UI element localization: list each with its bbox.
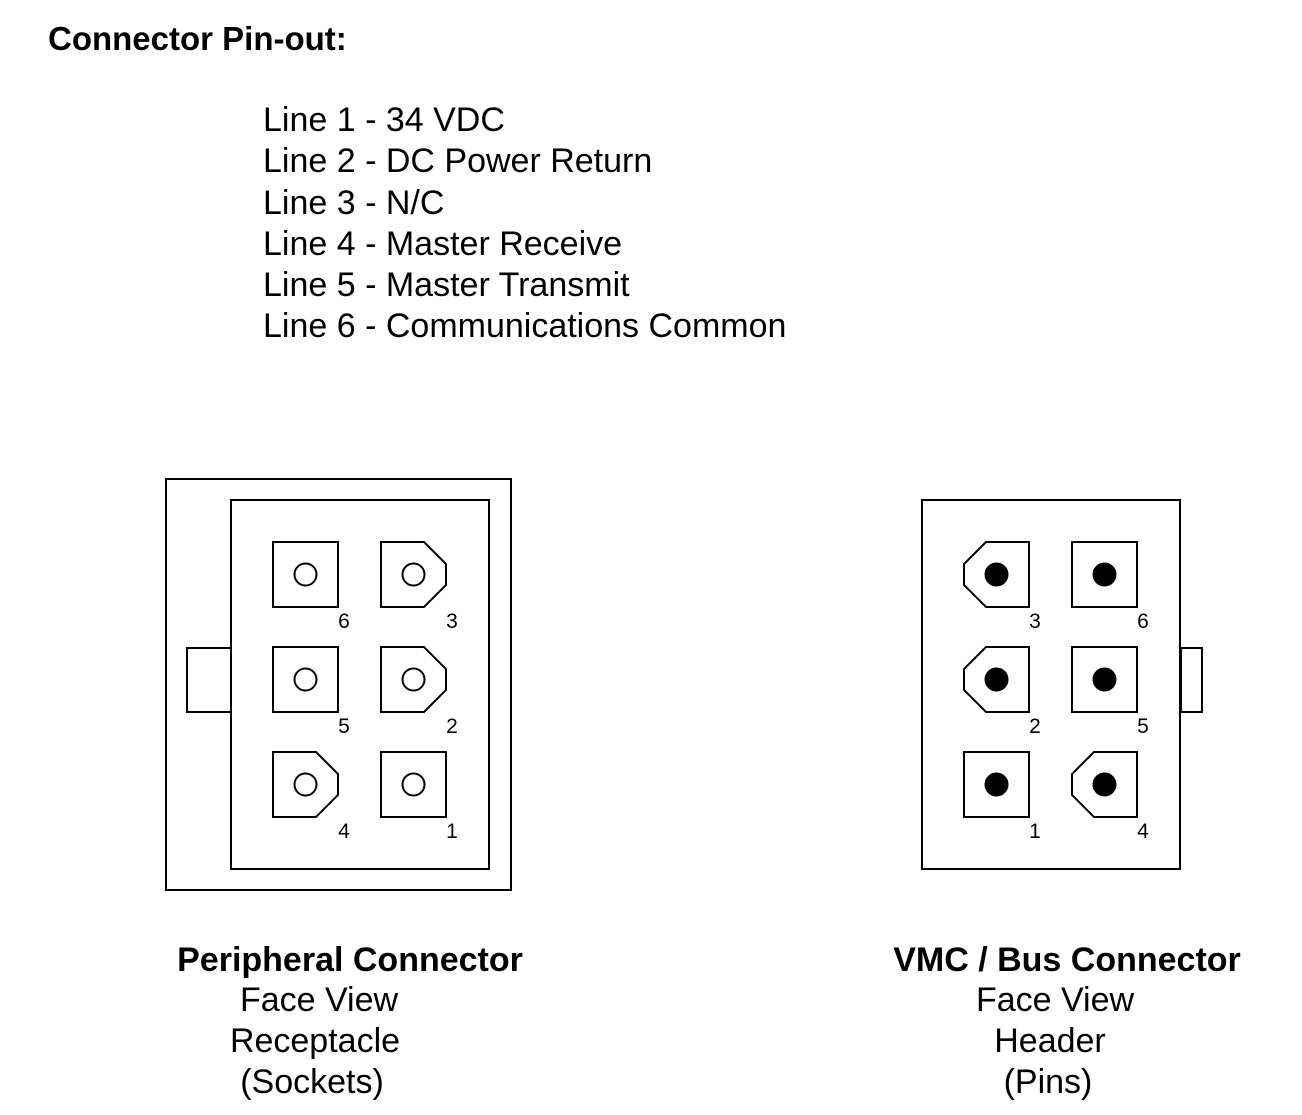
peripheral-receptacle-label: Receptacle	[229, 1022, 401, 1060]
peripheral-latch-tab	[186, 647, 232, 713]
vmc-pin-4-number: 4	[1137, 820, 1149, 843]
peripheral-pin-3: 3	[380, 541, 458, 633]
pin-assignment-line-3: Line 3 - N/C	[263, 183, 445, 222]
peripheral-pin-1-housing	[380, 751, 447, 818]
peripheral-pin-1-number: 1	[446, 820, 458, 843]
vmc-pin-1-housing	[963, 751, 1030, 818]
peripheral-pin-6-number: 6	[338, 610, 350, 633]
pin-assignment-line-6: Line 6 - Communications Common	[263, 307, 787, 346]
peripheral-pin-3-socket-contact	[401, 562, 426, 587]
peripheral-pin-5-number: 5	[338, 715, 350, 738]
peripheral-pin-6: 6	[272, 541, 350, 633]
vmc-caption: VMC / Bus Connector Face View Header (Pi…	[867, 940, 1267, 1103]
peripheral-caption: Peripheral Connector Face View Receptacl…	[150, 940, 550, 1103]
peripheral-inner-housing	[230, 499, 490, 870]
vmc-pin-2-number: 2	[1029, 715, 1041, 738]
vmc-pin-6: 6	[1071, 541, 1149, 633]
peripheral-outer-housing	[165, 478, 512, 891]
peripheral-pin-1-socket-contact	[401, 772, 426, 797]
peripheral-pin-2-housing	[380, 646, 447, 713]
peripheral-pin-6-socket-contact	[293, 562, 318, 587]
vmc-latch-tab	[1180, 647, 1203, 713]
vmc-pin-2: 2	[963, 646, 1041, 738]
vmc-pin-5-number: 5	[1137, 715, 1149, 738]
peripheral-pin-3-housing	[380, 541, 447, 608]
vmc-pin-1-pin-contact	[984, 772, 1009, 797]
vmc-pin-3-number: 3	[1029, 610, 1041, 633]
vmc-pin-2-pin-contact	[984, 667, 1009, 692]
vmc-pin-6-housing	[1071, 541, 1138, 608]
vmc-pin-1-number: 1	[1029, 820, 1041, 843]
peripheral-pin-5-housing	[272, 646, 339, 713]
vmc-pin-1: 1	[963, 751, 1041, 843]
vmc-header-label: Header	[994, 1022, 1106, 1060]
vmc-pins-label: (Pins)	[1003, 1063, 1093, 1101]
vmc-pin-2-housing	[963, 646, 1030, 713]
pin-assignment-line-1: Line 1 - 34 VDC	[263, 101, 505, 139]
pin-assignment-list: Line 1 - 34 VDC Line 2 - DC Power Return…	[263, 100, 786, 348]
peripheral-pin-2-number: 2	[446, 715, 458, 738]
vmc-pin-3: 3	[963, 541, 1041, 633]
peripheral-pin-1: 1	[380, 751, 458, 843]
vmc-pin-4-housing	[1071, 751, 1138, 818]
pin-assignment-line-4: Line 4 - Master Receive	[263, 224, 623, 263]
peripheral-pin-6-housing	[272, 541, 339, 608]
peripheral-pin-2: 2	[380, 646, 458, 738]
vmc-pin-4-pin-contact	[1092, 772, 1117, 797]
peripheral-pin-2-socket-contact	[401, 667, 426, 692]
vmc-connector-title: VMC / Bus Connector	[893, 941, 1241, 979]
peripheral-pin-4-housing	[272, 751, 339, 818]
vmc-pin-6-pin-contact	[1092, 562, 1117, 587]
peripheral-connector-title: Peripheral Connector	[177, 941, 523, 979]
peripheral-sockets-label: (Sockets)	[240, 1063, 384, 1101]
vmc-pin-3-pin-contact	[984, 562, 1009, 587]
vmc-pin-5-pin-contact	[1092, 667, 1117, 692]
vmc-pin-4: 4	[1071, 751, 1149, 843]
vmc-pin-5-housing	[1071, 646, 1138, 713]
vmc-housing	[921, 499, 1181, 870]
peripheral-pin-5-socket-contact	[293, 667, 318, 692]
peripheral-pin-4-number: 4	[338, 820, 350, 843]
peripheral-pin-5: 5	[272, 646, 350, 738]
pin-assignment-line-5: Line 5 - Master Transmit	[263, 266, 630, 305]
page-title: Connector Pin-out:	[48, 20, 347, 57]
peripheral-pin-4-socket-contact	[293, 772, 318, 797]
peripheral-connector-drawing: 6 3 5 2 4 1	[165, 478, 512, 891]
vmc-pin-6-number: 6	[1137, 610, 1149, 633]
vmc-pin-3-housing	[963, 541, 1030, 608]
vmc-pin-5: 5	[1071, 646, 1149, 738]
peripheral-face-view-label: Face View	[239, 981, 399, 1019]
pin-assignment-line-2: Line 2 - DC Power Return	[263, 142, 653, 181]
peripheral-pin-4: 4	[272, 751, 350, 843]
vmc-connector-drawing: 3 6 2 5 1 4	[921, 499, 1203, 870]
vmc-face-view-label: Face View	[975, 981, 1135, 1019]
peripheral-pin-3-number: 3	[446, 610, 458, 633]
